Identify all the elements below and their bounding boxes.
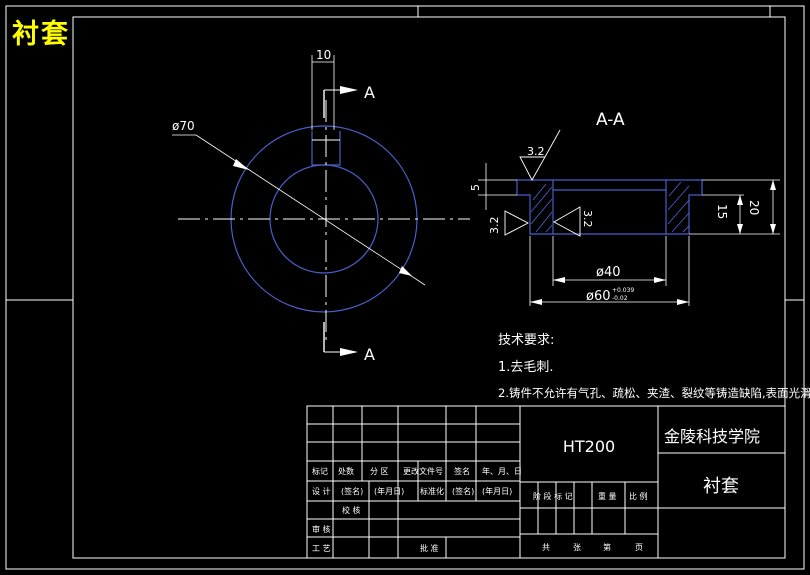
drawing-title: 衬套: [12, 19, 70, 50]
outer-diameter-tol-upper: +0.039: [612, 287, 634, 294]
bore-diameter-label: ø40: [596, 265, 621, 280]
sheet-page-label: 页: [635, 543, 643, 552]
section-right-hatch: [667, 181, 690, 233]
outer-diameter-tol-lower: -0.02: [612, 295, 628, 302]
roughness-left-label: 3.2: [488, 217, 501, 235]
section-right-wall: [665, 179, 703, 235]
bore-dim-arrow-left: [553, 277, 565, 283]
sheet-current-label: 第: [603, 542, 611, 552]
roughness-symbol-top: [519, 156, 546, 181]
section-left-hatch: [530, 183, 553, 233]
roughness-symbol-left: [504, 210, 529, 236]
outer-dim-arrow-right: [677, 299, 689, 305]
school-name: 金陵科技学院: [664, 427, 760, 446]
cut-arrow-top-head: [340, 86, 358, 94]
outer-diameter-label: ø70: [172, 119, 195, 133]
inner-border: [72, 16, 786, 559]
height-20-label: 20: [747, 200, 761, 215]
notes-heading: 技术要求:: [498, 333, 554, 348]
check-label: 校 核: [342, 505, 361, 515]
flange-height-label: 5: [469, 184, 482, 191]
height15-arrow-bottom: [737, 224, 743, 234]
roughness-symbol-bore: [553, 206, 581, 237]
design-date: (年月日): [374, 486, 404, 496]
keyway-width-label: 10: [316, 48, 331, 62]
roughness-top-label: 3.2: [527, 145, 545, 158]
height20-arrow-bottom: [770, 224, 776, 234]
height15-arrow-top: [737, 195, 743, 205]
review-label: 审 核: [312, 524, 331, 534]
outer-diameter-label: ø60: [586, 289, 611, 304]
title-block-border: [306, 405, 786, 559]
section-view: A-A 3.2 3.2 3.2: [469, 110, 780, 306]
header-sign: 签名: [454, 466, 470, 476]
height20-arrow-top: [770, 180, 776, 190]
dia-arrow-bottom: [399, 266, 412, 276]
sheet-unit-label: 张: [573, 543, 581, 552]
standardization-sign: (签名): [452, 486, 474, 496]
header-change-doc: 更改文件号: [403, 466, 443, 476]
standardization-date: (年月日): [482, 486, 512, 496]
weight-label: 重 量: [598, 491, 617, 501]
part-name: 衬套: [703, 476, 739, 497]
cut-arrow-bottom-head: [340, 348, 358, 356]
cut-label-top: A: [364, 83, 375, 102]
outer-dim-arrow-left: [530, 299, 542, 305]
notes-item-2: 2.铸件不允许有气孔、疏松、夹渣、裂纹等铸造缺陷,表面光滑均匀: [498, 386, 810, 400]
design-label: 设 计: [312, 486, 331, 496]
scale-label: 比 例: [629, 491, 648, 501]
stage-mark-label: 阶 段 标 记: [533, 491, 573, 501]
front-view: A A 10 ø70: [172, 48, 470, 364]
design-sign: (签名): [341, 486, 363, 496]
notes-item-1: 1.去毛刺.: [498, 360, 554, 375]
title-block: [306, 405, 786, 559]
header-date: 年、月、日: [482, 466, 522, 476]
roughness-bore-label: 3.2: [581, 210, 594, 228]
header-mark: 标记: [312, 466, 328, 476]
craft-label: 工 艺: [312, 544, 331, 553]
height-15-label: 15: [715, 204, 729, 219]
sheet-total-label: 共: [542, 543, 550, 552]
header-zone: 分 区: [370, 467, 389, 476]
cut-label-bottom: A: [364, 345, 375, 364]
section-title: A-A: [596, 110, 625, 130]
standardization-label: 标准化: [420, 486, 444, 496]
header-count: 处数: [338, 466, 354, 476]
bore-dim-arrow-right: [654, 277, 666, 283]
drawing-frame: [5, 5, 805, 570]
dia-leader-line: [195, 134, 426, 286]
dia-arrow-top: [233, 159, 249, 170]
approve-label: 批 准: [420, 543, 439, 553]
title-block-text: HT200 金陵科技学院 衬套 标记 处数 分 区 更改文件号 签名 年、月、日…: [312, 427, 760, 553]
roughness-leader-top: [544, 129, 561, 158]
material-label: HT200: [563, 437, 615, 456]
technical-notes: 技术要求: 1.去毛刺. 2.铸件不允许有气孔、疏松、夹渣、裂纹等铸造缺陷,表面…: [498, 333, 810, 400]
outer-border: [5, 5, 805, 570]
